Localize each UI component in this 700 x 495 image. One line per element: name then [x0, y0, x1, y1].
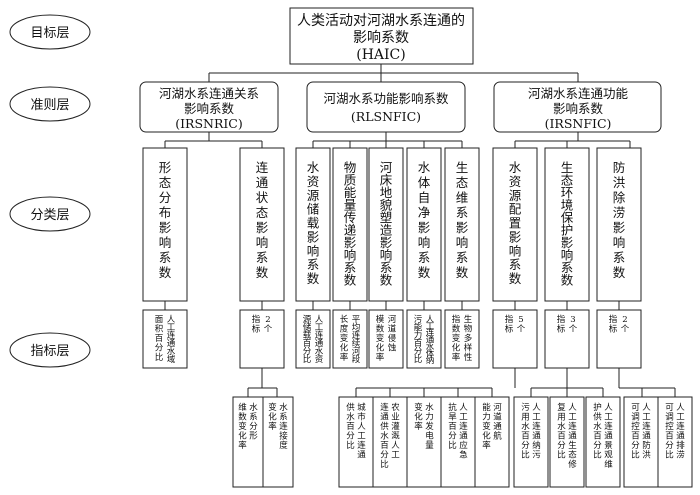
sub-indicator-eco_protect-3: 人工连通景观维护供水百分比: [593, 402, 613, 470]
criterion-3-line2: 影响系数: [553, 101, 604, 116]
sub-indicator-allocation-4: 人工连通应急抗旱百分比: [448, 402, 468, 461]
connectors-class-ind: [164, 301, 620, 310]
indicator-6: 人工连通水体纳污能力百分比: [414, 314, 435, 366]
layer-criteria: 准则层: [30, 98, 69, 113]
class-label-1: 形态分布影响系数: [159, 160, 172, 280]
layer-goal: 目标层: [30, 26, 69, 41]
class-label-10: 防洪除涝影响系数: [613, 160, 626, 280]
criterion-2-line2: (RLSNFIC): [351, 109, 421, 124]
criterion-1-line2: 影响系数: [184, 101, 235, 116]
criteria-boxes: 河湖水系连通关系 影响系数 (IRSNRIC) 河湖水系功能影响系数 (RLSN…: [139, 81, 662, 133]
indicator-4: 平均连续河段长度变化率: [340, 314, 361, 365]
sub-indicator-flood-1: 人工连通防洪可调控百分比: [631, 403, 651, 461]
class-label-6: 水体自净影响系数: [418, 160, 431, 280]
sub-indicator-eco_protect-2: 人工连通生态修复用水百分比: [557, 402, 577, 470]
sub-indicator-allocation-5: 河道通航能力变化率: [482, 402, 502, 451]
criterion-box-2: [306, 81, 466, 133]
class-label-5: 河床地貌塑造影响系数: [380, 160, 393, 288]
class-label-9: 生态环境保护影响系数: [561, 160, 574, 288]
criterion-3-line3: (IRSNFIC): [545, 116, 612, 131]
layer-indicator: 指标层: [30, 344, 69, 359]
sub-indicator-allocation-1: 城市人工连通供水百分比: [346, 402, 366, 461]
criterion-1-line1: 河湖水系连通关系: [159, 86, 259, 101]
connectors-top: [208, 64, 579, 82]
class-label-2: 连通状态影响系数: [256, 160, 269, 280]
sub-indicator-allocation-3: 水力发电量变化率: [414, 402, 434, 451]
class-label-7: 生态维系影响系数: [456, 160, 469, 280]
sub-indicator-eco_protect-1: 人工连通纳污污用水百分比: [521, 402, 541, 461]
criterion-1-line3: (IRSNRIC): [175, 116, 243, 131]
layer-class: 分类层: [30, 208, 69, 223]
goal-line1: 人类活动对河湖水系连通的: [297, 13, 465, 29]
layer-labels: 目标层 准则层 分类层 指标层: [9, 14, 91, 368]
connectors-mid: [164, 132, 631, 148]
connectors-sub: [247, 368, 676, 397]
class-label-4: 物质能量传递影响系数: [344, 160, 357, 288]
indicator-1: 人工连通水域面积百分比: [155, 315, 176, 365]
sub-indicator-flood-2: 人工连通排涝可调控百分比: [665, 403, 685, 461]
goal-box: 人类活动对河湖水系连通的 影响系数 (HAIC): [289, 7, 474, 65]
sub-indicator-connection-2: 水系连接度变化率: [268, 402, 288, 451]
indicator-3: 人工连通水资源储载百分比: [303, 315, 324, 365]
criterion-3-line1: 河湖水系连通功能: [528, 86, 629, 101]
class-label-8: 水资源配置影响系数: [509, 160, 522, 286]
goal-line3: (HAIC): [356, 47, 406, 63]
criterion-2-line1: 河湖水系功能影响系数: [323, 91, 449, 106]
indicator-boxes: [142, 309, 642, 369]
sub-indicator-boxes: [232, 396, 693, 488]
indicator-7: 生物多样性指数变化率: [452, 314, 473, 363]
goal-line2: 影响系数: [353, 30, 409, 46]
sub-indicator-allocation-2: 农业灌溉人工连通供水百分比: [380, 402, 400, 470]
indicator-5: 河道侵蚀模数变化率: [376, 314, 397, 363]
sub-indicator-connection-1: 水系分形维数变化率: [238, 402, 258, 451]
class-boxes: 形态分布影响系数 连通状态影响系数 水资源储载影响系数 物质能量传递影响系数 河…: [142, 147, 642, 302]
class-label-3: 水资源储载影响系数: [307, 160, 320, 286]
